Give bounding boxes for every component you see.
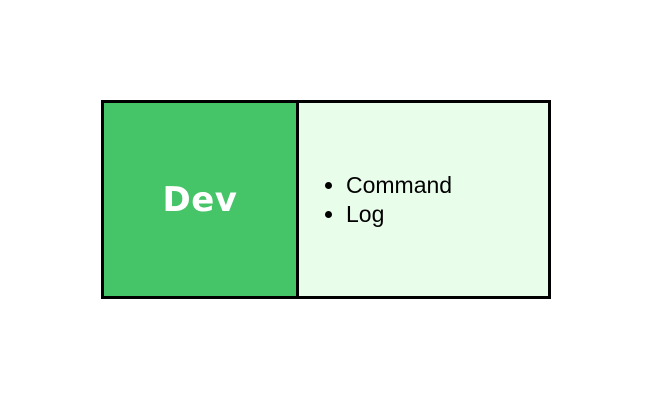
- card-title-panel: Dev: [104, 103, 299, 296]
- list-item: Log: [325, 200, 452, 229]
- card-body-panel: Command Log: [299, 103, 548, 296]
- bullet-icon: [325, 181, 332, 189]
- list-item-label: Command: [346, 171, 453, 198]
- bullet-icon: [325, 210, 332, 218]
- list-item-label: Log: [346, 200, 385, 227]
- card-title: Dev: [162, 179, 238, 220]
- card-item-list: Command Log: [325, 171, 452, 229]
- dev-card: Dev Command Log: [101, 100, 551, 299]
- list-item: Command: [325, 171, 452, 200]
